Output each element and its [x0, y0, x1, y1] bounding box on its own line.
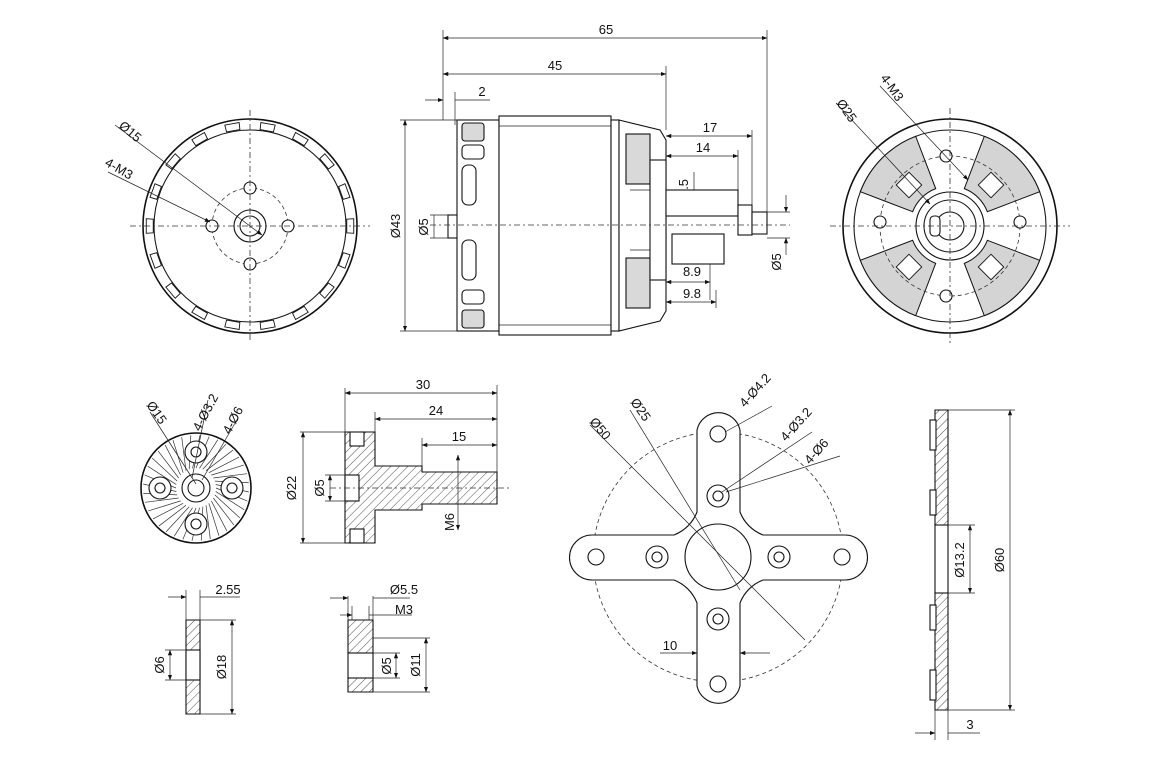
rim-slot [165, 153, 181, 170]
stator-arm [859, 135, 937, 213]
nut-m3: M3 [395, 602, 413, 617]
adapter-fin [157, 450, 179, 479]
dim-14: 14 [696, 140, 710, 155]
dim-65: 65 [599, 22, 613, 37]
rim-slot [149, 252, 162, 269]
adapter-fin [164, 444, 181, 476]
back-phi25-label: Ø25 [834, 96, 860, 125]
stator-arm [963, 135, 1041, 213]
adapter-fin [205, 505, 211, 540]
adapter-fin [215, 491, 245, 511]
rim-slot [259, 319, 276, 330]
adapter-fin [213, 473, 248, 479]
washer-phi18: Ø18 [214, 655, 229, 680]
back-4m3-label: 4-M3 [878, 71, 907, 104]
mside-phi13-2: Ø13.2 [952, 542, 967, 577]
adapter-fin [208, 456, 240, 473]
rim-slot [191, 131, 209, 147]
washer-2-55: 2.55 [215, 582, 240, 597]
adapter-fin [152, 503, 184, 520]
nut-phi5: Ø5 [379, 657, 394, 674]
rim-slot [259, 122, 276, 133]
motor-front-view: Ø15 4-M3 [103, 110, 370, 342]
arm-pocket [977, 253, 1005, 281]
stator-arm [859, 239, 937, 317]
adapter-fin [148, 500, 181, 512]
adfront-phi15-label: Ø15 [144, 398, 170, 427]
adapter-fin [181, 436, 187, 471]
dim-phi5-shaft-right: Ø5 [769, 253, 784, 270]
arm-pocket [895, 253, 923, 281]
adapter-fin [214, 494, 241, 519]
motor-side-view: Ø43 Ø5 Ø5 [388, 115, 790, 336]
adapter-phi5: Ø5 [312, 479, 327, 496]
adfront-4phi6-label: 4-Ø6 [219, 404, 246, 437]
adapter-m6: M6 [442, 513, 457, 531]
rim-slot [319, 282, 335, 299]
rim-slot [291, 305, 309, 321]
adapter-dim-24: 24 [429, 403, 443, 418]
top-dimensions: 65 45 2 17 14 4.5 [425, 22, 768, 216]
mount-dim-10: 10 [663, 638, 677, 653]
adapter-fin [211, 500, 228, 532]
adapter-phi22: Ø22 [284, 476, 299, 501]
rim-slot [338, 183, 351, 200]
washer-section: 2.55 Ø6 Ø18 [152, 582, 241, 715]
adapter-fin [205, 449, 234, 471]
nut-phi5-5: Ø5.5 [390, 582, 418, 597]
prop-adapter-side: 30 24 15 Ø22 Ø5 M6 [284, 377, 510, 544]
adapter-fin [165, 506, 190, 533]
washer-phi6: Ø6 [152, 656, 167, 673]
motor-back-view: Ø25 4-M3 [830, 71, 1070, 345]
rim-slot [191, 305, 209, 321]
mount-4phi3-2: 4-Ø3.2 [777, 404, 815, 444]
arm-pocket [895, 171, 923, 199]
adapter-fin [208, 503, 220, 536]
dim-2: 2 [478, 84, 485, 99]
dim-phi5-shaft-left: Ø5 [416, 218, 431, 235]
adapter-fin [147, 465, 177, 485]
mount-phi50: Ø50 [587, 414, 614, 442]
mount-side-view: Ø60 Ø13.2 3 [915, 409, 1015, 740]
front-4m3-label: 4-M3 [103, 155, 136, 183]
rim-slot [224, 122, 241, 133]
rim-slot [319, 153, 335, 170]
dim-17: 17 [703, 120, 717, 135]
mount-phi25: Ø25 [628, 395, 654, 424]
nut-phi11: Ø11 [408, 653, 423, 677]
dim-45: 45 [548, 58, 562, 73]
nut-section: Ø5.5 M3 Ø5 Ø11 [330, 582, 430, 693]
adapter-fin [173, 507, 193, 537]
rim-slot [149, 183, 162, 200]
adapter-fin [151, 457, 178, 482]
adapter-fin [158, 505, 187, 527]
rim-slot [224, 319, 241, 330]
adapter-fin [199, 439, 219, 469]
adapter-fin [213, 497, 235, 526]
rim-slot [165, 282, 181, 299]
adapter-dim-30: 30 [416, 377, 430, 392]
mside-dim-3: 3 [966, 717, 973, 732]
dim-9-8: 9.8 [683, 286, 701, 301]
adapter-fin [211, 464, 244, 476]
arm-pocket [977, 171, 1005, 199]
dim-phi43: Ø43 [388, 214, 403, 239]
adapter-fin [202, 443, 227, 470]
adfront-4phi3-2-label: 4-Ø3.2 [189, 391, 221, 433]
dim-8-9: 8.9 [683, 264, 701, 279]
rim-slot [338, 252, 351, 269]
stator-arm [963, 239, 1041, 317]
mount-4phi6: 4-Ø6 [801, 435, 831, 467]
adapter-fin [144, 497, 179, 503]
front-phi15-label: Ø15 [116, 118, 144, 145]
mside-phi60: Ø60 [992, 548, 1007, 573]
x-mount-top-view: Ø50 Ø25 4-Ø4.2 4-Ø3.2 4-Ø6 10 [568, 370, 869, 704]
mount-4phi4-2: 4-Ø4.2 [736, 370, 774, 410]
prop-adapter-front: Ø15 4-Ø3.2 4-Ø6 [140, 391, 252, 544]
adapter-dim-15: 15 [452, 429, 466, 444]
rim-slot [291, 131, 309, 147]
